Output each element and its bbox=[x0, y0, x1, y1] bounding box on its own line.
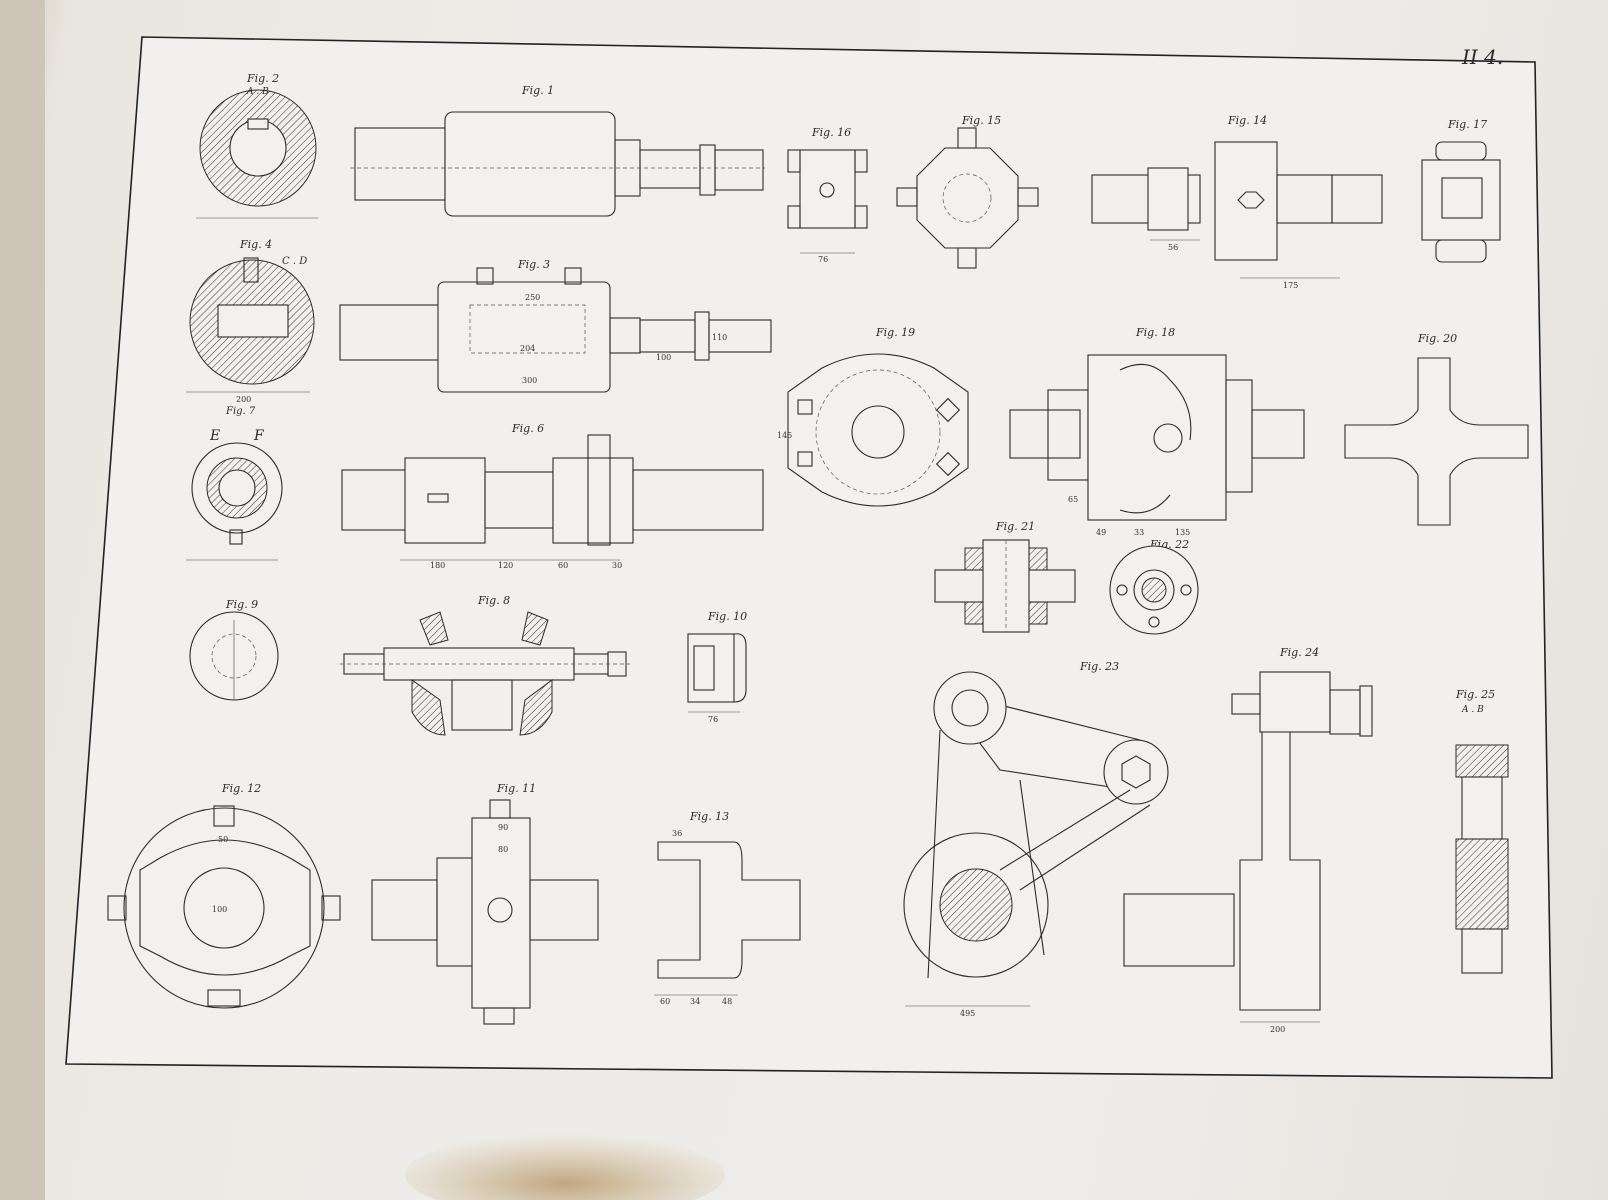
figure-20-label: Fig. 20 bbox=[1417, 332, 1457, 345]
figure-3-label: Fig. 3 bbox=[517, 258, 550, 271]
page-binding-edge bbox=[0, 0, 45, 1200]
figure-12-label: Fig. 12 bbox=[221, 782, 261, 795]
figure-19-label: Fig. 19 bbox=[875, 326, 915, 339]
figure-24-label: Fig. 24 bbox=[1279, 646, 1319, 659]
figure-25: Fig. 25 A . B bbox=[1455, 688, 1509, 974]
figure-15-label: Fig. 15 bbox=[961, 114, 1001, 127]
figure-20: Fig. 20 bbox=[1344, 332, 1529, 526]
dim-fig14b: 175 bbox=[1283, 281, 1298, 290]
dim-fig11b: 80 bbox=[498, 845, 508, 854]
figure-25-label: Fig. 25 bbox=[1455, 688, 1495, 701]
figure-21-label: Fig. 21 bbox=[995, 520, 1035, 533]
section-letter-e: E bbox=[209, 428, 220, 444]
figure-2-label: Fig. 2 bbox=[246, 72, 279, 85]
dim-fig6c: 60 bbox=[558, 561, 568, 570]
dim-fig19: 145 bbox=[777, 431, 792, 440]
figure-13-label: Fig. 13 bbox=[689, 810, 729, 823]
dim-fig12b: 100 bbox=[212, 905, 227, 914]
figure-9-label: Fig. 9 bbox=[225, 598, 258, 611]
dim-fig3e: 110 bbox=[712, 333, 727, 342]
figure-8: Fig. 8 bbox=[340, 594, 630, 736]
figure-4-label: Fig. 4 bbox=[239, 238, 272, 251]
figure-16: Fig. 16 76 bbox=[787, 126, 868, 264]
dim-fig3d: 100 bbox=[656, 353, 671, 362]
figure-7-label: Fig. 7 bbox=[225, 406, 256, 417]
dim-fig6a: 180 bbox=[430, 561, 445, 570]
figure-17: Fig. 17 bbox=[1421, 118, 1501, 263]
dim-fig3c: 300 bbox=[522, 376, 537, 385]
figure-1: Fig. 1 bbox=[350, 84, 765, 217]
dim-fig14a: 56 bbox=[1168, 243, 1178, 252]
figure-6: Fig. 6 180 120 60 30 bbox=[341, 422, 764, 570]
dim-fig13b: 60 bbox=[660, 997, 670, 1006]
figure-16-label: Fig. 16 bbox=[811, 126, 851, 139]
water-stain bbox=[405, 1133, 725, 1200]
figure-13: Fig. 13 36 60 34 48 bbox=[654, 810, 801, 1006]
figure-25-section: A . B bbox=[1461, 705, 1484, 715]
figure-3: Fig. 3 250 204 300 100 110 bbox=[339, 258, 772, 393]
figure-4-section: C . D bbox=[282, 256, 307, 267]
figure-10-label: Fig. 10 bbox=[707, 610, 747, 623]
dim-fig16: 76 bbox=[818, 255, 828, 264]
dim-fig23: 495 bbox=[960, 1009, 975, 1018]
figure-10: Fig. 10 76 bbox=[687, 610, 747, 724]
dim-fig6d: 30 bbox=[612, 561, 622, 570]
dim-fig3a: 250 bbox=[525, 293, 540, 302]
dim-fig18b: 49 bbox=[1096, 528, 1106, 537]
figure-21: Fig. 21 bbox=[934, 520, 1076, 633]
plate-number: II 4. bbox=[1461, 45, 1503, 69]
figure-23: Fig. 23 495 bbox=[903, 660, 1169, 1018]
figure-22: Fig. 22 bbox=[1109, 538, 1199, 635]
figure-18-label: Fig. 18 bbox=[1135, 326, 1175, 339]
figure-6-label: Fig. 6 bbox=[511, 422, 544, 435]
figure-24: Fig. 24 200 bbox=[1123, 646, 1373, 1034]
figure-11-label: Fig. 11 bbox=[496, 782, 536, 795]
dim-fig24: 200 bbox=[1270, 1025, 1285, 1034]
figure-11: Fig. 11 90 80 bbox=[371, 782, 599, 1025]
figure-4: Fig. 4 C . D 200 bbox=[186, 238, 315, 404]
figure-15: Fig. 15 bbox=[896, 114, 1039, 269]
dim-fig4: 200 bbox=[236, 395, 251, 404]
figure-19: Fig. 19 145 bbox=[777, 326, 969, 507]
section-letter-f: F bbox=[253, 428, 265, 444]
dim-fig18c: 33 bbox=[1134, 528, 1144, 537]
dim-fig18a: 65 bbox=[1068, 495, 1078, 504]
dim-fig18d: 135 bbox=[1175, 528, 1190, 537]
dim-fig11a: 90 bbox=[498, 823, 508, 832]
figure-8-label: Fig. 8 bbox=[477, 594, 510, 607]
dim-fig13d: 48 bbox=[722, 997, 732, 1006]
figure-18: Fig. 18 65 49 33 135 bbox=[1009, 326, 1305, 537]
figure-17-label: Fig. 17 bbox=[1447, 118, 1487, 131]
dim-fig12a: 50 bbox=[218, 835, 228, 844]
figure-9: Fig. 9 bbox=[189, 598, 279, 701]
dim-fig3b: 204 bbox=[520, 344, 535, 353]
figure-7: Fig. 7 E F bbox=[186, 406, 283, 561]
figure-2: Fig. 2 A . B bbox=[196, 72, 318, 219]
figure-1-label: Fig. 1 bbox=[521, 84, 554, 97]
dim-fig13c: 34 bbox=[690, 997, 700, 1006]
figure-14-label: Fig. 14 bbox=[1227, 114, 1267, 127]
figure-12: Fig. 12 50 100 bbox=[107, 782, 341, 1009]
dim-fig13a: 36 bbox=[672, 829, 682, 838]
figure-23-label: Fig. 23 bbox=[1079, 660, 1119, 673]
dim-fig10: 76 bbox=[708, 715, 718, 724]
figure-14: Fig. 14 56 175 bbox=[1091, 114, 1383, 290]
dim-fig6b: 120 bbox=[498, 561, 513, 570]
